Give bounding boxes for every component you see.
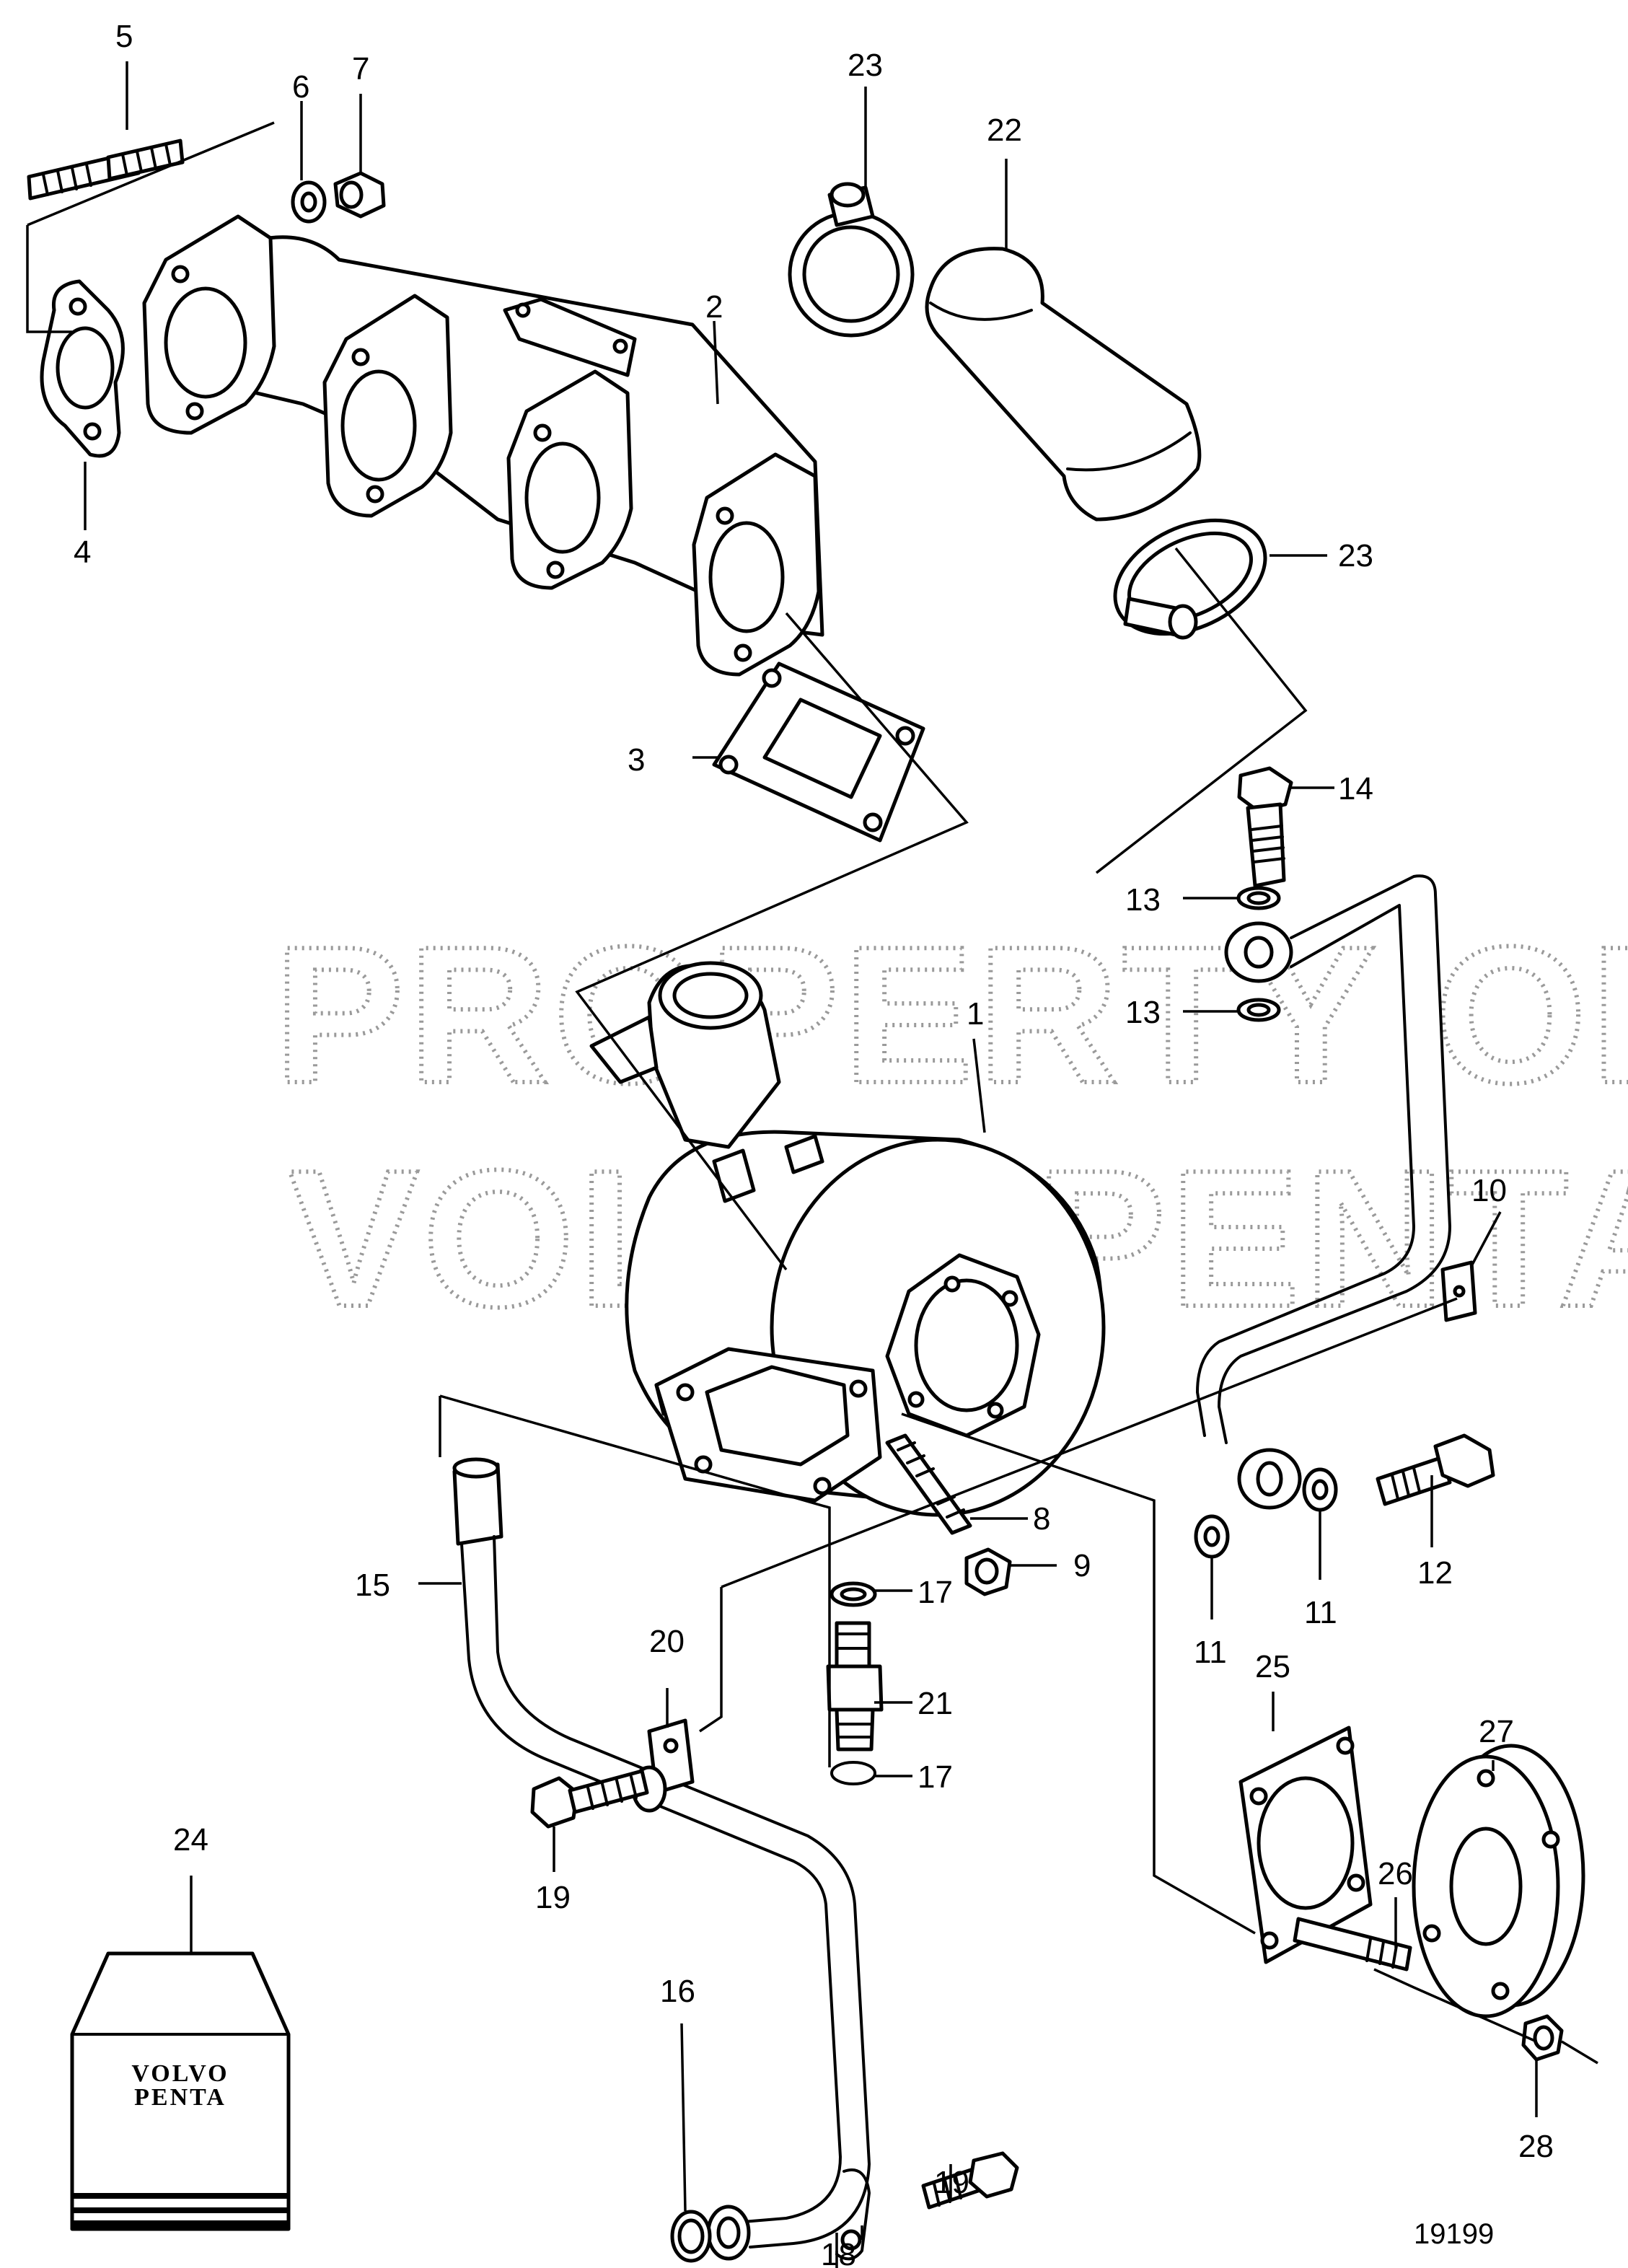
- part-17-o-ring-upper: [830, 1581, 877, 1607]
- part-4-gasket: [40, 279, 125, 458]
- callout-21: 21: [918, 1686, 953, 1721]
- part-2-exhaust-manifold: [142, 214, 824, 677]
- callout-13a: 13: [1125, 882, 1161, 918]
- callout-26: 26: [1378, 1856, 1413, 1891]
- callout-25: 25: [1255, 1649, 1290, 1684]
- part-23-hose-clamp-lower: [1113, 518, 1267, 640]
- callout-23a: 23: [848, 48, 883, 83]
- callout-22: 22: [987, 113, 1022, 148]
- part-24-manual: VOLVO PENTA: [70, 1951, 291, 2231]
- part-1-turbocharger: [589, 961, 1106, 1517]
- callout-7: 7: [352, 51, 369, 87]
- part-8-stud: [885, 1433, 972, 1535]
- callout-24: 24: [173, 1822, 208, 1858]
- part-11-sealing-washer-right: [1302, 1467, 1338, 1512]
- part-14-banjo-bolt: [1237, 766, 1293, 888]
- part-18-bracket: [835, 2168, 871, 2261]
- drawing-number: 19199: [1414, 2218, 1494, 2250]
- callout-15: 15: [355, 1568, 390, 1603]
- part-19-bolt-clamp: [530, 1769, 649, 1829]
- part-9-nut: [964, 1547, 1012, 1596]
- callout-16: 16: [660, 1974, 695, 2009]
- callout-28: 28: [1518, 2129, 1554, 2164]
- callout-11a: 11: [1194, 1635, 1227, 1670]
- part-27-flange: [1412, 1744, 1585, 2018]
- part-22-hose: [925, 247, 1202, 522]
- part-13-sealing-washer-lower: [1236, 998, 1281, 1022]
- callout-12: 12: [1417, 1555, 1453, 1591]
- callout-27: 27: [1479, 1714, 1514, 1749]
- callout-17b: 17: [918, 1759, 953, 1795]
- part-20-pipe-clamp: [631, 1718, 695, 1813]
- callout-6: 6: [292, 69, 309, 105]
- part-5-stud: [27, 139, 185, 201]
- callout-19b: 19: [934, 2165, 969, 2200]
- callout-11b: 11: [1304, 1595, 1337, 1630]
- part-10-oil-delivery-pipe: [1196, 874, 1477, 1510]
- part-7-nut: [333, 171, 386, 219]
- callout-23b: 23: [1338, 538, 1373, 573]
- part-6-washer: [291, 180, 327, 224]
- part-16-o-ring: [670, 2210, 712, 2263]
- callout-20: 20: [649, 1624, 685, 1659]
- part-11-sealing-washer-left: [1194, 1514, 1230, 1559]
- part-28-nut: [1521, 2014, 1564, 2062]
- part-15-oil-return-pipe: [452, 1457, 871, 2261]
- part-3-gasket: [712, 662, 925, 843]
- part-26-stud: [1293, 1917, 1412, 1972]
- callout-2: 2: [705, 289, 723, 325]
- callouts: 1 2 3 4 5 6 7 8 9 10 11 11 12 13 13 14 1…: [74, 19, 1554, 2268]
- assembly-lines: [26, 121, 1598, 2065]
- part-25-gasket: [1238, 1726, 1373, 1964]
- callout-8: 8: [1033, 1501, 1050, 1537]
- part-13-sealing-washer-upper: [1236, 886, 1281, 910]
- part-17-o-ring-lower: [830, 1761, 876, 1785]
- part-21-connection-nipple: [826, 1621, 884, 1751]
- manual-logo-volvo: VOLVO: [131, 2060, 229, 2087]
- part-12-banjo-bolt: [1376, 1433, 1495, 1506]
- leader-lines: [84, 61, 1538, 2268]
- part-19-bolt-bracket: [921, 2151, 1019, 2210]
- callout-19a: 19: [535, 1880, 571, 1915]
- manual-logo-penta: PENTA: [134, 2084, 226, 2111]
- callout-9: 9: [1073, 1548, 1091, 1583]
- callout-13b: 13: [1125, 995, 1161, 1030]
- callout-17a: 17: [918, 1575, 953, 1610]
- callout-1: 1: [967, 996, 984, 1032]
- callout-3: 3: [628, 742, 645, 778]
- callout-10: 10: [1471, 1173, 1507, 1208]
- callout-4: 4: [74, 535, 91, 570]
- callout-5: 5: [115, 19, 133, 54]
- part-23-hose-clamp-upper: [788, 182, 915, 338]
- callout-14: 14: [1338, 771, 1373, 806]
- watermark-line-1: PROPERTY OF: [274, 907, 1628, 1124]
- callout-18: 18: [821, 2237, 856, 2268]
